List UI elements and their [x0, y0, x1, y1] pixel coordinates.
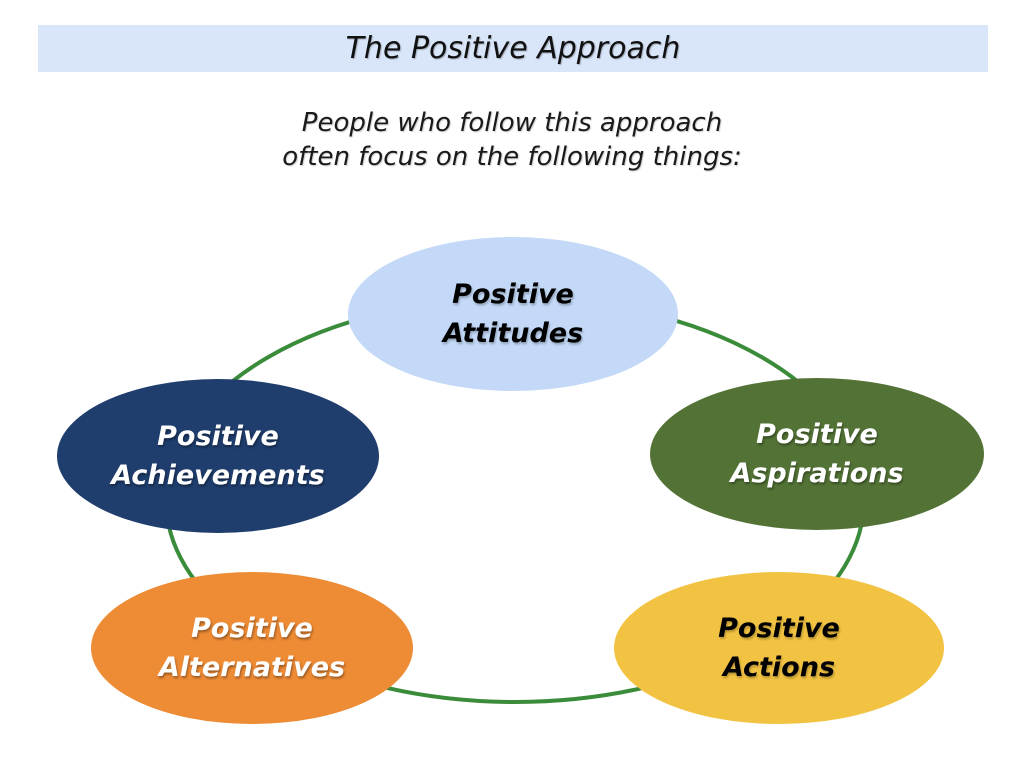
node-label-line-1: Positive	[756, 419, 878, 450]
node-label-line-2: Achievements	[111, 460, 325, 491]
node-label-line-1: Positive	[191, 613, 313, 644]
node-positive-attitudes: Positive Attitudes	[348, 237, 678, 391]
node-label-line-2: Actions	[722, 652, 836, 683]
subtitle: People who follow this approach often fo…	[0, 106, 1024, 174]
subtitle-line-1: People who follow this approach	[301, 108, 723, 138]
header-bar: The Positive Approach	[38, 25, 988, 72]
page-title: The Positive Approach	[345, 31, 681, 66]
node-label-line-1: Positive	[718, 613, 840, 644]
node-label-line-1: Positive	[452, 279, 574, 310]
node-label-line-1: Positive	[157, 421, 279, 452]
node-positive-aspirations: Positive Aspirations	[650, 378, 984, 530]
node-positive-achievements: Positive Achievements	[57, 379, 379, 533]
node-label-line-2: Attitudes	[442, 318, 584, 349]
subtitle-line-2: often focus on the following things:	[282, 142, 742, 172]
node-label-line-2: Aspirations	[730, 458, 904, 489]
node-positive-alternatives: Positive Alternatives	[91, 572, 413, 724]
node-positive-actions: Positive Actions	[614, 572, 944, 724]
node-label-line-2: Alternatives	[158, 652, 346, 683]
